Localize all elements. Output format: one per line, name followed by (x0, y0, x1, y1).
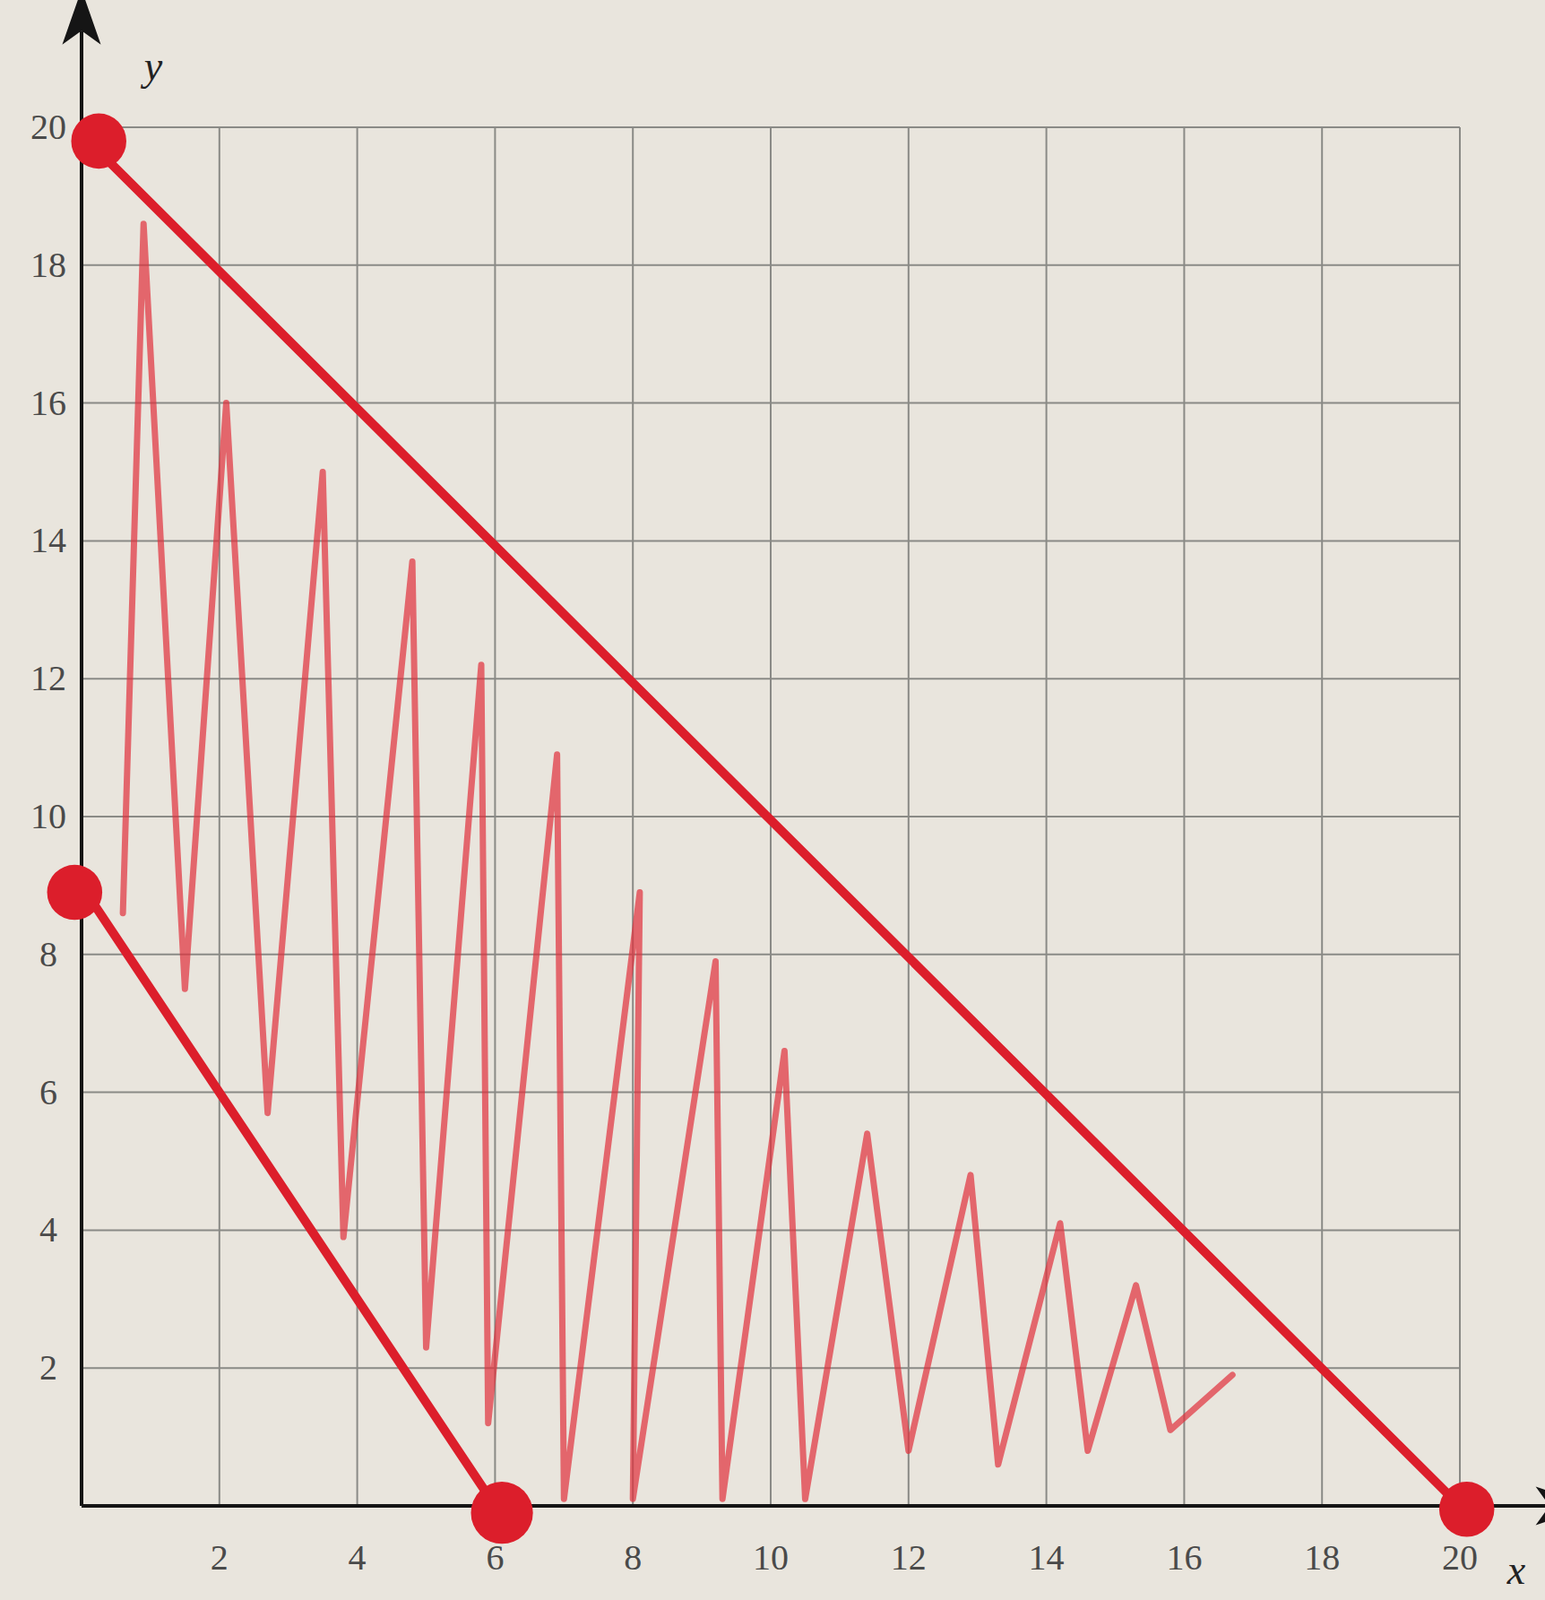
tick-label: 16 (30, 385, 67, 422)
tick-label: 8 (39, 936, 58, 973)
tick-label: 18 (30, 247, 67, 284)
tick-label: 4 (348, 1539, 367, 1576)
tick-label: 12 (890, 1539, 927, 1576)
tick-label: 8 (623, 1539, 642, 1576)
axis-label: x (1507, 1549, 1526, 1591)
tick-label: 20 (1441, 1539, 1478, 1576)
tick-label: 14 (1028, 1539, 1065, 1576)
tick-label: 2 (39, 1349, 58, 1386)
tick-label: 16 (1165, 1539, 1202, 1576)
tick-label: 14 (30, 522, 67, 559)
tick-label: 18 (1303, 1539, 1340, 1576)
tick-label: 10 (752, 1539, 789, 1576)
tick-label: 10 (30, 798, 67, 835)
tick-label: 12 (30, 660, 67, 697)
tick-label: 20 (30, 109, 67, 146)
tick-label: 2 (210, 1539, 229, 1576)
tick-label: 4 (39, 1211, 58, 1248)
tick-label: 6 (485, 1539, 504, 1576)
tick-label: 6 (39, 1074, 58, 1111)
axis-label: y (144, 45, 163, 87)
